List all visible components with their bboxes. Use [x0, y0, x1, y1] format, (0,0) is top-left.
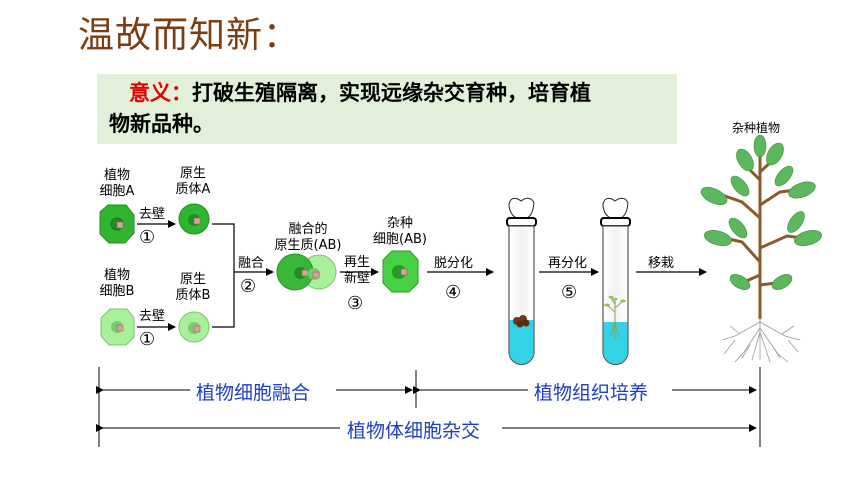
label-plant-cell-a: 植物细胞A	[99, 168, 135, 199]
test-tube-seedling	[600, 197, 631, 366]
label-fused-protoplast: 融合的原生质(AB)	[274, 222, 342, 253]
label-protoplast-b: 原生质体B	[175, 272, 211, 303]
label-transplant: 移栽	[648, 256, 675, 271]
label-protoplast-a: 原生质体A	[175, 166, 211, 197]
fused-protoplast	[276, 253, 337, 291]
meaning-text-line2: 物新品种。	[109, 112, 214, 136]
hybrid-plant	[700, 134, 822, 363]
label-step-5: ⑤	[561, 282, 578, 303]
plant-cell-a	[99, 204, 135, 244]
label-regen-wall: 再生新壁	[343, 255, 370, 286]
fusion-bracket	[212, 223, 235, 328]
label-step-1a: ①	[139, 227, 156, 248]
span-cell-fusion: 植物细胞融合	[196, 382, 311, 404]
label-dediff: 脱分化	[434, 256, 474, 271]
label-step-2: ②	[240, 276, 257, 297]
label-remove-wall-b: 去壁	[139, 309, 166, 324]
label-plant-cell-b: 植物细胞B	[99, 268, 135, 299]
label-rediff: 再分化	[548, 256, 588, 271]
label-hybrid-cell: 杂种细胞(AB)	[373, 216, 427, 247]
label-step-3: ③	[347, 293, 364, 314]
hybrid-cell	[382, 250, 419, 293]
test-tube-callus	[506, 197, 537, 366]
span-tissue-culture: 植物组织培养	[534, 382, 649, 404]
label-hybrid-plant: 杂种植物	[732, 121, 781, 135]
meaning-text-line1: 打破生殖隔离，实现远缘杂交育种，培育植	[192, 81, 591, 105]
meaning-key: 意义：	[129, 81, 192, 105]
meaning-box: 意义：打破生殖隔离，实现远缘杂交育种，培育植 物新品种。	[97, 74, 677, 144]
label-step-1b: ①	[139, 329, 156, 350]
label-fuse: 融合	[238, 256, 265, 271]
plant-cell-b	[100, 308, 135, 346]
page-title: 温故而知新：	[78, 15, 301, 56]
span-somatic-hybrid: 植物体细胞杂交	[347, 420, 481, 442]
label-step-4: ④	[445, 282, 462, 303]
protoplast-a	[178, 203, 210, 235]
protoplast-b	[178, 311, 210, 343]
label-remove-wall-a: 去壁	[139, 207, 166, 222]
